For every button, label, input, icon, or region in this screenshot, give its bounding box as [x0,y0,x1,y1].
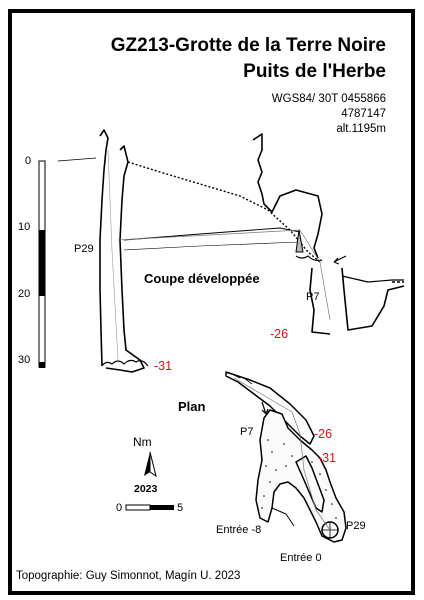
north-arrow-icon [144,451,157,478]
coordinates-northing: 4787147 [341,108,386,120]
section-shaft-p29: P29 [74,243,94,255]
depth-tick-10: 10 [18,221,31,233]
plan-entrance-0: Entrée 0 [280,552,322,564]
stalagmite [295,229,304,253]
plan-lower-chamber [255,409,347,543]
surface-line [57,157,97,162]
section-depth-26: -26 [270,327,289,341]
sheet-border [8,9,415,595]
shaft-p29-right-wall [105,145,145,373]
north-label: Nm [133,435,152,449]
depth-tick-20: 20 [18,288,31,300]
plan-survey-line [233,377,331,531]
page-title: GZ213-Grotte de la Terre Noire [110,35,386,56]
plan-pillar [295,455,325,513]
plan-arrow [261,401,269,415]
plan-depth-26: -26 [314,427,333,441]
plan-upper-passage [225,371,315,445]
plan-entrance-minus-8: Entrée -8 [216,524,262,536]
north-year: 2023 [134,483,158,495]
section-title: Coupe développée [144,271,260,286]
plan-hatch-top [231,373,253,385]
survey-line-shaft [107,149,119,361]
scale-label-0: 0 [116,502,123,514]
passage-right [341,275,404,283]
depth-tick-30: 30 [18,354,31,366]
depth-scale-bar [38,160,46,368]
section-shaft-p7: P7 [306,291,320,303]
shaft-p29-left-wall [99,129,109,367]
shaft-p7-right-wall [341,267,405,331]
plan-view [225,371,347,543]
chamber-rubble [295,255,323,262]
survey-credit: Topographie: Guy Simonnot, Magín U. 2023 [16,570,241,582]
section-depth-31: -31 [154,359,173,373]
plan-title: Plan [178,399,206,414]
coordinates-datum: WGS84/ 30T 0455866 [271,93,386,105]
sloping-ceiling [127,161,321,263]
upper-right-wall [252,133,323,259]
shaft-floor [101,359,149,367]
entrance-arrow [333,255,347,265]
plan-entrance-8 [271,507,295,527]
plan-shaft-p7: P7 [240,426,254,438]
scale-label-5: 5 [177,502,184,514]
chamber-floor [123,227,301,241]
plan-dots [261,439,337,519]
depth-tick-0: 0 [25,155,32,167]
page-subtitle: Puits de l'Herbe [243,61,386,82]
coordinates-altitude: alt.1195m [336,123,386,135]
metric-scale-bar [125,504,174,511]
chamber-floor-2 [123,241,301,251]
shaft-p7-left-wall [309,267,331,335]
plan-shaft-p29: P29 [346,520,366,532]
plan-depth-31: -31 [318,451,337,465]
section-view [99,129,405,373]
survey-line [117,229,331,321]
